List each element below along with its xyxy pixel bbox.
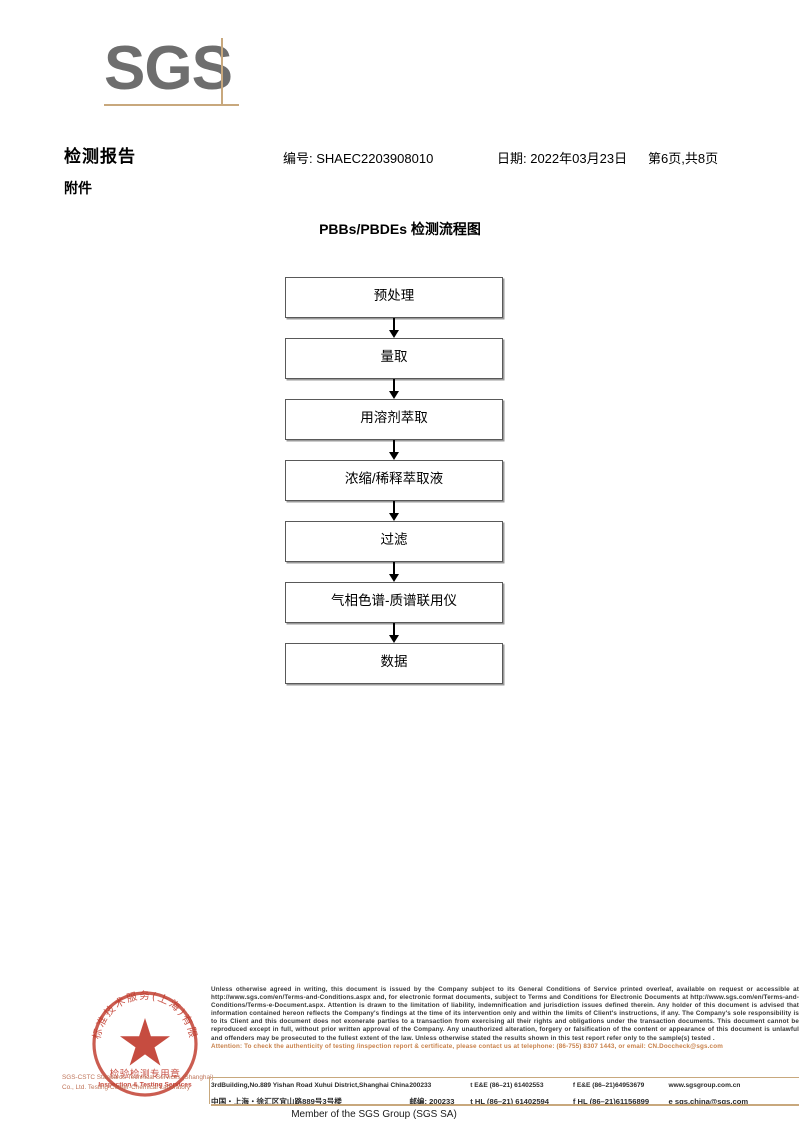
address-block: 3rdBuilding,No.889 Yishan Road Xuhui Dis… [209, 1077, 799, 1108]
flow-node-label: 气相色谱-质谱联用仪 [331, 593, 457, 608]
address-row-en: 3rdBuilding,No.889 Yishan Road Xuhui Dis… [211, 1077, 799, 1092]
flowchart: 预处理 量取 用溶剂萃取 浓缩/稀释萃取液 过滤 气相色谱-质谱联用仪 数据 [285, 277, 503, 684]
flow-arrow [285, 379, 503, 399]
arrow-shaft [393, 318, 395, 332]
star-icon [120, 1018, 170, 1066]
address-row-cn: 中国・上海・徐汇区宜山路889号3号楼 邮编: 200233 t HL (86–… [211, 1092, 799, 1108]
address-zip-cn: 邮编: 200233 [409, 1097, 455, 1106]
seal-caption: SGS-CSTC Standards Technical Services (S… [62, 1074, 214, 1091]
flow-node-solvent-extraction: 用溶剂萃取 [285, 399, 503, 440]
member-of-sgs-group: Member of the SGS Group (SGS SA) [291, 1109, 457, 1120]
address-tel1-cn: t HL (86–21) 61402594 [470, 1097, 550, 1106]
address-divider-top [211, 1077, 799, 1078]
address-tel1-en: t E&E (86–21) 61402553 [470, 1082, 544, 1089]
flow-node-label: 数据 [380, 654, 408, 669]
address-street-en: 3rdBuilding,No.889 Yishan Road Xuhui Dis… [211, 1082, 409, 1089]
sgs-logo: SGS [104, 34, 334, 110]
footer-legal-block: Unless otherwise agreed in writing, this… [211, 986, 799, 1052]
logo-vertical-rule [221, 38, 223, 106]
flow-node-filtration: 过滤 [285, 521, 503, 562]
address-email-cn: e sgs.china@sgs.com [668, 1097, 749, 1106]
flow-node-label: 用溶剂萃取 [360, 410, 428, 425]
address-web-en: www.sgsgroup.com.cn [668, 1082, 741, 1089]
arrow-head-icon [388, 452, 399, 460]
flow-node-label: 量取 [380, 349, 408, 364]
arrow-head-icon [388, 513, 399, 521]
arrow-head-icon [388, 574, 399, 582]
flow-arrow [285, 318, 503, 338]
flowchart-title: PBBs/PBDEs 检测流程图 [319, 221, 481, 237]
address-tel2-en: f E&E (86–21)64953679 [572, 1082, 645, 1089]
page-indicator: 第6页,共8页 [648, 151, 719, 166]
flow-arrow [285, 562, 503, 582]
arrow-shaft [393, 440, 395, 454]
attention-notice: Attention: To check the authenticity of … [211, 1043, 723, 1051]
seal-svg: 通标标准技术服务(上海)有限公司 检验检测专用章 Inspection & Te… [86, 985, 198, 1097]
legal-terms-text: Unless otherwise agreed in writing, this… [211, 986, 799, 1042]
page-title: 检测报告 [64, 147, 136, 166]
flow-node-data: 数据 [285, 643, 503, 684]
flow-node-gcms: 气相色谱-质谱联用仪 [285, 582, 503, 623]
flow-arrow [285, 501, 503, 521]
flow-node-concentrate-dilute: 浓缩/稀释萃取液 [285, 460, 503, 501]
svg-text:Inspection & Testing Services: Inspection & Testing Services [98, 1082, 192, 1089]
svg-text:检验检测专用章: 检验检测专用章 [110, 1068, 181, 1080]
flow-node-label: 预处理 [373, 288, 415, 303]
address-divider-left [209, 1077, 210, 1104]
flow-node-measure: 量取 [285, 338, 503, 379]
report-date: 日期: 2022年03月23日 [497, 151, 628, 166]
address-tel2-cn: f HL (86–21)61156899 [572, 1097, 650, 1106]
address-divider-bottom [211, 1104, 799, 1106]
flow-node-pretreatment: 预处理 [285, 277, 503, 318]
flow-arrow [285, 440, 503, 460]
flow-node-label: 浓缩/稀释萃取液 [344, 471, 444, 486]
attachment-label: 附件 [64, 180, 92, 196]
arrow-head-icon [388, 635, 399, 643]
flow-arrow [285, 623, 503, 643]
arrow-shaft [393, 379, 395, 393]
address-zip-en: 200233 [409, 1082, 432, 1089]
arrow-shaft [393, 562, 395, 576]
report-number: 编号: SHAEC2203908010 [283, 151, 434, 166]
flow-node-label: 过滤 [380, 532, 408, 547]
arrow-head-icon [388, 330, 399, 338]
address-street-cn: 中国・上海・徐汇区宜山路889号3号楼 [211, 1097, 342, 1106]
arrow-shaft [393, 501, 395, 515]
arrow-head-icon [388, 391, 399, 399]
sgs-logo-text: SGS [104, 34, 233, 103]
company-seal-stamp: 通标标准技术服务(上海)有限公司 检验检测专用章 Inspection & Te… [86, 985, 204, 1103]
arrow-shaft [393, 623, 395, 637]
logo-horizontal-rule [104, 104, 239, 106]
